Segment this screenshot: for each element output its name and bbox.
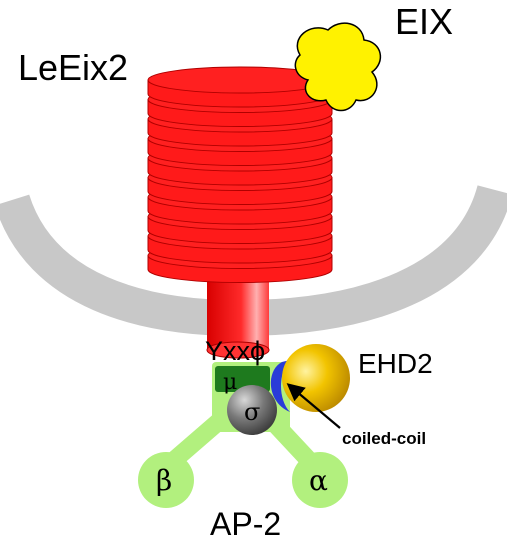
receptor-cytoplasmic-end [206,341,270,359]
ap2-beta-subunit [138,452,194,508]
ligand-label: EIX [395,1,453,42]
eix-ligand [294,22,382,112]
sigma-label: σ [244,398,260,426]
ehd2-protein [282,344,350,412]
coiled-coil-domain [270,360,290,412]
receptor-label: LeEix2 [18,47,128,88]
mu-label: μ [223,370,237,395]
ap2-alpha-subunit [292,452,348,508]
coiled-coil-label: coiled-coil [342,429,426,448]
alpha-label: α [309,464,328,497]
ap2-label: AP-2 [210,506,281,538]
sigma-subunit [227,385,277,435]
coiled-coil-arrow [286,383,341,429]
ehd2-label: EHD2 [358,348,433,379]
receptor-lrr-stack [147,66,333,283]
beta-label: β [156,464,172,497]
motif-label: Yxxϕ [205,336,265,366]
